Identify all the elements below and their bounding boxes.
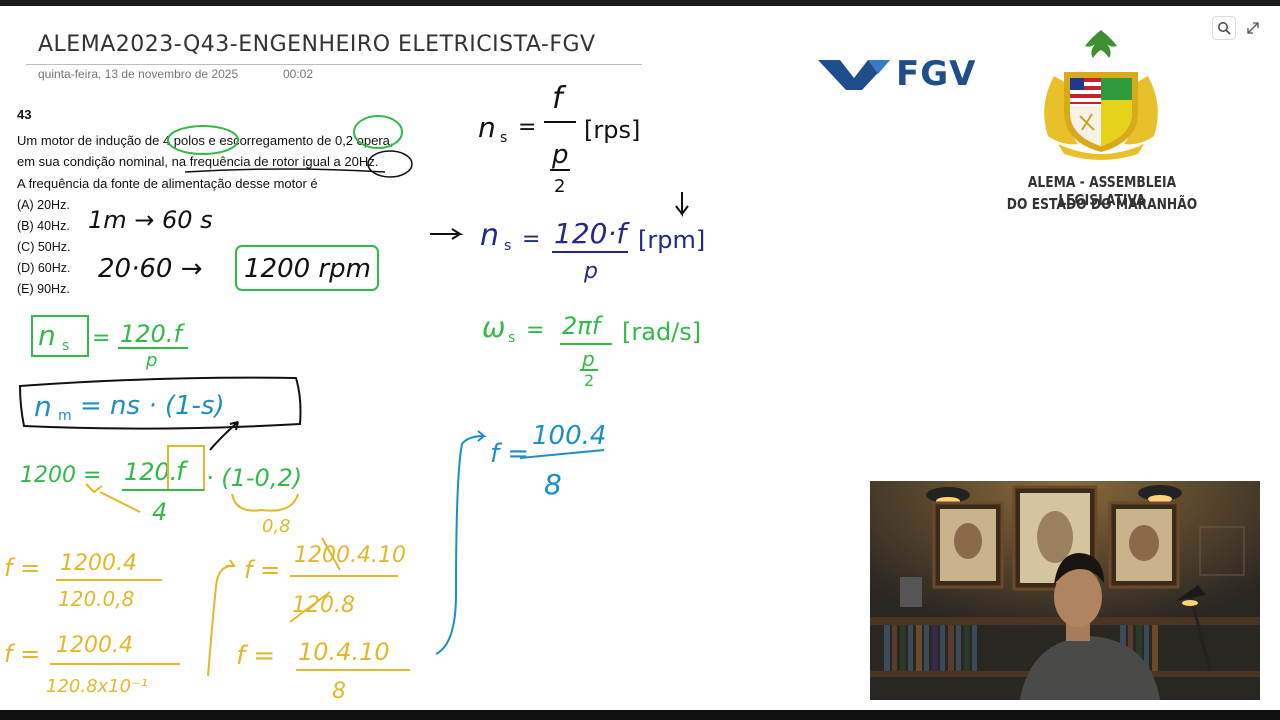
ws-two: 2 (584, 371, 594, 390)
y1-numerator: 1200.4 (60, 551, 137, 576)
y2-lhs: f = (4, 640, 40, 668)
webcam-overlay (870, 481, 1260, 700)
eq-tail: · (1-0,2) (206, 464, 302, 492)
underline-rotor (184, 168, 386, 173)
rps-equals: = (518, 115, 536, 140)
eq-0-8: 0,8 (262, 516, 291, 537)
rpm-numerator: 120·f (554, 217, 630, 250)
eq-f: f (176, 457, 189, 487)
rpm-unit: [rpm] (638, 226, 705, 254)
y3-numerator: 1200.4.10 (294, 543, 406, 568)
y1-denominator: 120.0,8 (58, 587, 134, 611)
note-minute-seconds: 1m → 60 s (88, 206, 213, 234)
fgv-logo-text: FGV (896, 54, 977, 94)
pointer-arrow-nm (209, 421, 239, 451)
search-button[interactable] (1212, 16, 1236, 40)
option-e: (E) 90Hz. (17, 282, 70, 296)
eq-numerator: 120. (124, 458, 177, 486)
search-icon (1218, 22, 1231, 35)
green-ns-subscript: s (62, 338, 69, 354)
y4-denominator: 8 (332, 679, 346, 704)
box-1200rpm (235, 245, 379, 291)
y3-cancel-top (321, 537, 341, 571)
green-denominator: p (145, 350, 157, 371)
fgv-logo-mark (818, 60, 890, 90)
rps-denominator: p (551, 140, 569, 170)
nm-rhs: = ns · (1-s) (80, 391, 225, 421)
option-c: (C) 50Hz. (17, 240, 71, 254)
ws-unit: [rad/s] (622, 318, 701, 346)
y3-cancel-bottom (289, 591, 331, 623)
yellow-brace (231, 493, 299, 512)
rps-unit: [rps] (584, 116, 640, 144)
highlight-circle-0-2 (353, 115, 403, 149)
title-divider (26, 64, 642, 65)
question-text-line-3: A frequência da fonte de alimentação des… (17, 176, 318, 191)
rpm-ns-symbol: n (480, 218, 499, 253)
ws-numerator: 2πf (562, 312, 604, 340)
alema-name-line-2: DO ESTADO DO MARANHÃO (1006, 195, 1198, 213)
question-text-line-1: Um motor de indução de 4 polos e escorre… (17, 133, 394, 148)
ws-denominator: p (581, 347, 595, 371)
note-20-times-60: 20·60 → (98, 254, 202, 284)
alema-crest-logo (1044, 30, 1158, 160)
rps-numerator: f (552, 81, 567, 116)
yellow-bracket (207, 565, 233, 677)
option-a: (A) 20Hz. (17, 198, 70, 212)
note-date: quinta-feira, 13 de novembro de 2025 (38, 67, 239, 81)
rpm-ns-subscript: s (504, 238, 511, 254)
y2-numerator: 1200.4 (56, 633, 133, 658)
eq-1200: 1200 = (20, 463, 101, 488)
page-title: ALEMA2023-Q43-ENGENHEIRO ELETRICISTA-FGV (38, 32, 596, 57)
rpm-denominator: p (583, 259, 598, 284)
blue-fraction-bar (519, 449, 605, 459)
bottom-bar (0, 710, 1280, 720)
top-bar (0, 0, 1280, 6)
expand-icon (1247, 22, 1259, 34)
rps-ns-subscript: s (500, 130, 507, 146)
blue-denominator: 8 (544, 468, 562, 501)
question-number: 43 (17, 107, 32, 122)
green-numerator: 120.f (120, 320, 185, 348)
rps-two: 2 (554, 176, 565, 197)
eq-denominator: 4 (152, 498, 167, 526)
pointer-arrow-down (675, 192, 689, 217)
box-ns (31, 315, 89, 357)
option-b: (B) 40Hz. (17, 219, 70, 233)
option-d: (D) 60Hz. (17, 261, 71, 275)
highlight-circle-20hz (367, 150, 413, 178)
yellow-arrow-tail (99, 491, 141, 513)
y4-numerator: 10.4.10 (298, 638, 390, 666)
ws-subscript: s (508, 330, 515, 346)
note-time: 00:02 (283, 67, 314, 81)
y2-denominator: 120.8x10⁻¹ (46, 676, 148, 697)
pointer-arrow-rpm (430, 228, 464, 240)
blue-numerator: 100.4 (532, 421, 606, 451)
question-text-line-2: em sua condição nominal, na frequência d… (17, 154, 379, 169)
green-ns-symbol: n (38, 319, 56, 352)
y3-lhs: f = (244, 556, 280, 584)
nm-symbol: n (34, 390, 52, 423)
ws-equals: = (526, 318, 544, 343)
y4-lhs: f = (236, 641, 275, 671)
yellow-bracket-tip (226, 559, 236, 567)
webcam-scene (870, 481, 1260, 700)
box-nm-formula (18, 376, 302, 430)
yellow-arrow (85, 483, 103, 494)
ws-symbol: ω (482, 311, 505, 344)
green-equals: = (92, 326, 110, 351)
nm-subscript: m (58, 408, 72, 424)
handwriting-canvas: 1m → 60 s 20·60 → 1200 rpm n s = f p 2 [… (4, 81, 705, 704)
alema-name-line-1: ALEMA - ASSEMBLEIA LEGISLATIVA (1027, 173, 1177, 209)
rpm-equals: = (522, 227, 540, 252)
highlight-circle-4-polos (167, 125, 239, 155)
note-1200rpm: 1200 rpm (244, 254, 371, 284)
y1-lhs: f = (4, 554, 40, 582)
blue-bracket-arrow (435, 430, 487, 655)
expand-button[interactable] (1241, 16, 1265, 40)
rps-ns-symbol: n (478, 111, 496, 144)
blue-lhs: f = (490, 439, 529, 469)
